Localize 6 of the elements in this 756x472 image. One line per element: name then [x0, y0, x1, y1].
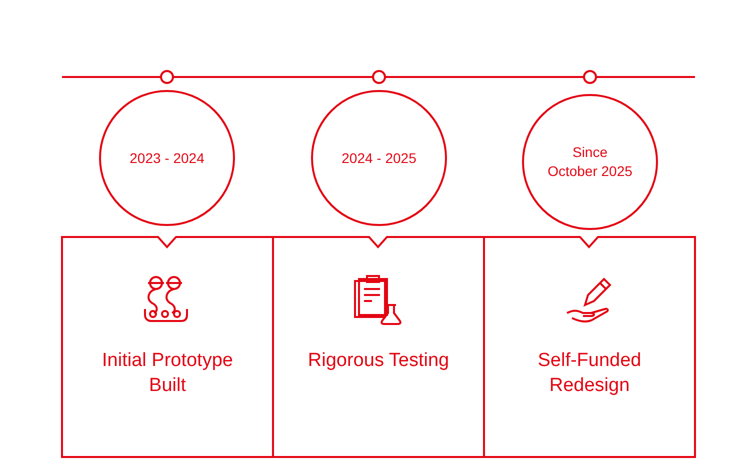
milestone-title: Rigorous Testing — [306, 349, 450, 373]
milestone-title: Self-Funded Redesign — [536, 349, 642, 398]
date-label: 2023 - 2024 — [128, 148, 206, 168]
milestone-title: Initial Prototype Built — [101, 349, 234, 398]
date-label: 2024 - 2025 — [340, 148, 418, 168]
date-label: Since October 2025 — [546, 143, 634, 181]
